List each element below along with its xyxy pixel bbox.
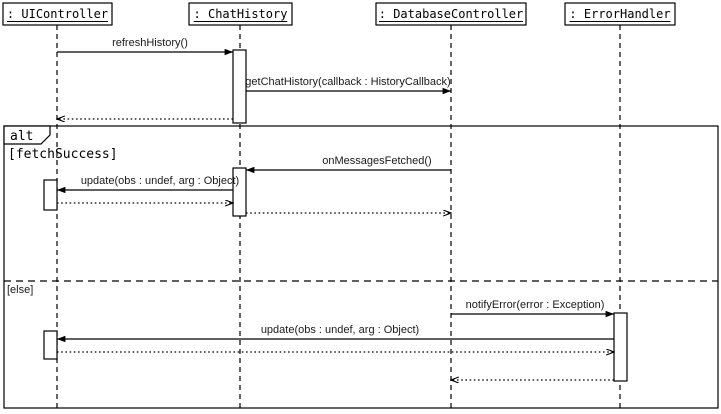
- activation-bar-act-errorhandler-1: [613, 312, 628, 382]
- alt-fragment: alt [fetchSuccess] [else]: [3, 125, 719, 409]
- lifeline-label-databasecontroller: : DatabaseController: [379, 7, 524, 21]
- alt-fragment-border: [3, 125, 719, 409]
- activations-layer: [43, 49, 628, 382]
- lifeline-head-chathistory[interactable]: [188, 2, 293, 26]
- lifeline-label-errorhandler: : ErrorHandler: [569, 7, 670, 21]
- activation-bar-act-uicontroller-1: [43, 179, 58, 211]
- alt-fragment-guard-section-else: [else]: [7, 284, 33, 296]
- lifeline-head-errorhandler[interactable]: [564, 2, 676, 26]
- activation-bar-act-uicontroller-2: [43, 330, 58, 360]
- message-label-m9: update(obs : undef, arg : Object): [261, 324, 419, 336]
- alt-fragment-guard-section-fetchsuccess: [fetchSuccess]: [8, 147, 118, 162]
- message-label-m5: update(obs : undef, arg : Object): [81, 175, 239, 187]
- activation-bar-act-chathistory-2: [232, 167, 247, 217]
- lifeline-label-chathistory: : ChatHistory: [194, 7, 288, 21]
- message-label-m8: notifyError(error : Exception): [466, 299, 605, 311]
- message-label-m4: onMessagesFetched(): [322, 155, 431, 167]
- lifeline-head-databasecontroller[interactable]: [375, 2, 527, 26]
- lifeline-heads-layer: : UIController : ChatHistory : DatabaseCon…: [2, 2, 676, 26]
- activation-bar-act-chathistory-1: [232, 49, 247, 124]
- message-label-m1: refreshHistory(): [112, 37, 188, 49]
- lifeline-head-uicontroller[interactable]: [2, 2, 113, 26]
- alt-fragment-operator-tag: [3, 125, 51, 145]
- alt-fragment-operator-label: alt: [10, 129, 33, 144]
- messages-layer: refreshHistory() getChatHistory(callback …: [57, 37, 614, 380]
- message-label-m2: getChatHistory(callback : HistoryCallbac…: [245, 76, 450, 88]
- lifeline-label-uicontroller: : UIController: [7, 7, 108, 21]
